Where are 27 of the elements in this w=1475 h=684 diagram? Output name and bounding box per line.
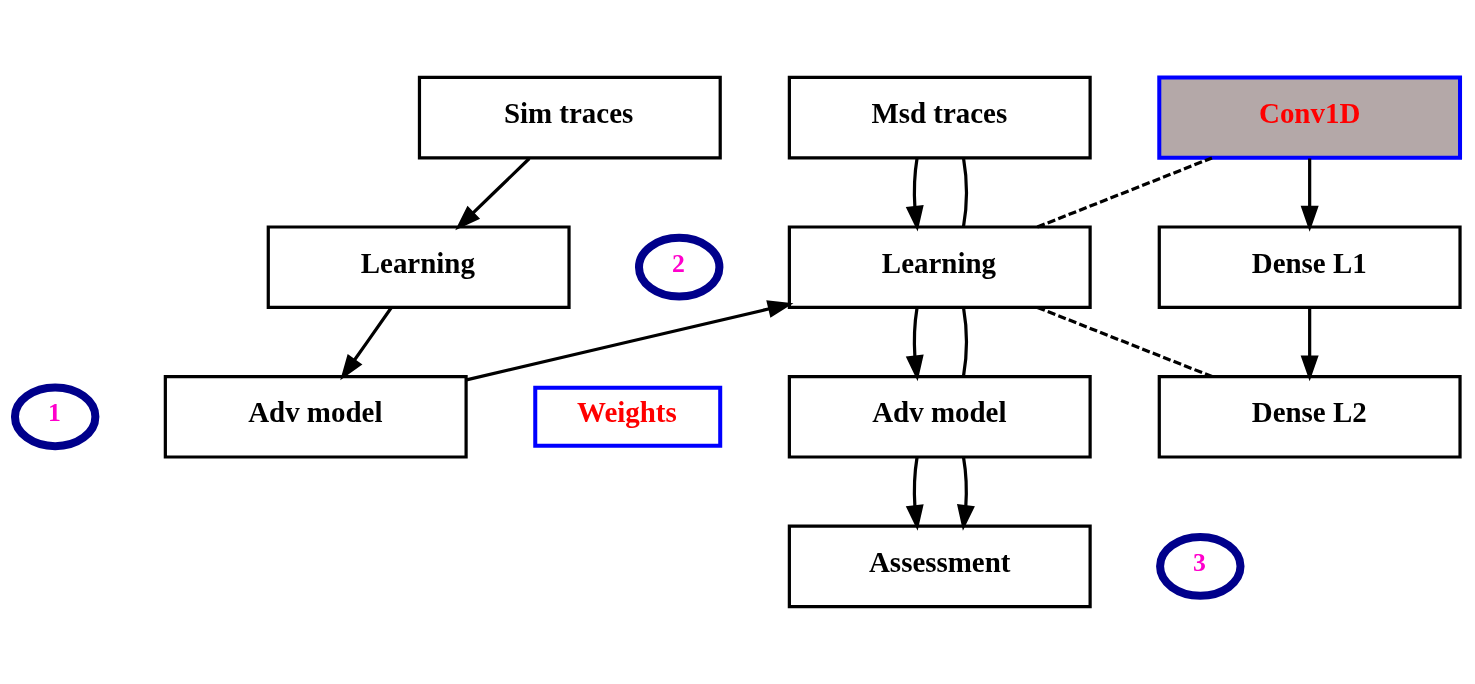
node-box: Adv model: [787, 374, 1092, 459]
connector: [1036, 156, 1213, 229]
node-ellipse: 1: [10, 383, 100, 451]
arrow: [905, 457, 924, 531]
arrow: [1300, 308, 1319, 382]
connector: [961, 307, 968, 377]
arrow: [466, 300, 794, 382]
node-box: Dense L2: [1157, 374, 1462, 459]
node-ellipse: 2: [634, 233, 724, 301]
arrow: [956, 457, 975, 531]
node-box: Sim traces: [417, 75, 722, 160]
node-ellipse: 3: [1156, 532, 1245, 600]
node-box: Adv model: [163, 374, 468, 459]
node-box: Learning: [266, 225, 571, 310]
node-box: Learning: [787, 225, 1092, 310]
arrow: [905, 158, 924, 232]
arrow: [340, 307, 393, 381]
node-box: Assessment: [787, 524, 1092, 609]
connector: [1036, 305, 1213, 379]
node-box: Weights: [533, 385, 723, 448]
node-box: Msd traces: [787, 75, 1092, 160]
arrow: [455, 157, 531, 231]
arrow: [905, 307, 924, 382]
connector: [961, 158, 968, 228]
arrow: [1300, 158, 1319, 232]
node-box: Dense L1: [1157, 225, 1462, 310]
node-box: Conv1D: [1157, 75, 1463, 160]
